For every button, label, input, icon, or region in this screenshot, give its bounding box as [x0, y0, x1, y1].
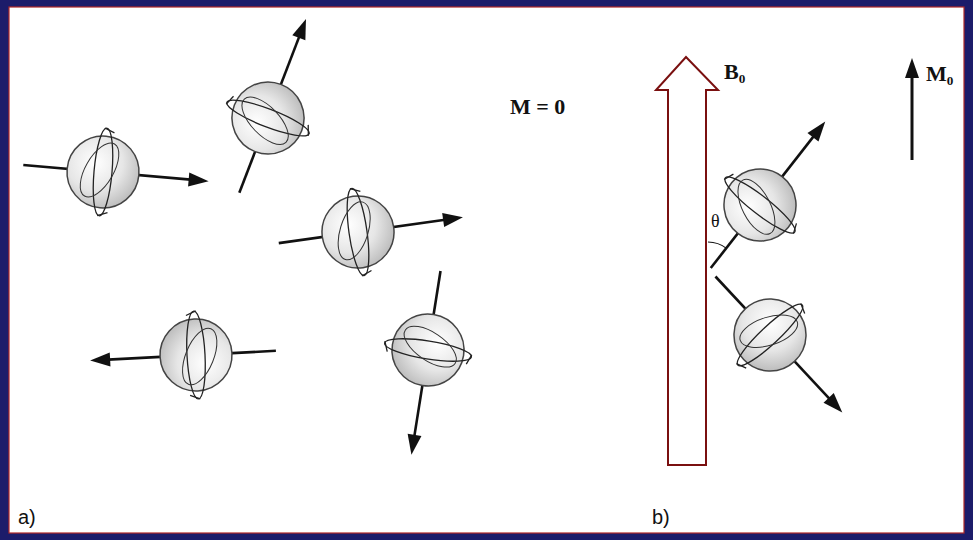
spin-random: [198, 3, 347, 208]
part-label: a): [18, 506, 36, 528]
spin-random: [273, 174, 469, 287]
angle-label: θ: [711, 212, 720, 232]
panel: [9, 7, 964, 533]
angle-arc: [708, 242, 727, 248]
magnetization-label: M₀: [926, 62, 953, 86]
magnetization-arrow: [911, 76, 914, 160]
magnetization-arrowhead: [905, 58, 919, 78]
magnetization-label: M = 0: [510, 95, 565, 119]
field-arrow: [656, 57, 718, 465]
spin-random: [88, 307, 278, 405]
spin-random: [19, 121, 212, 225]
spin-aligned: [683, 246, 874, 442]
field-label: B₀: [724, 60, 745, 84]
spin-aligned: [676, 94, 860, 295]
part-label: b): [652, 506, 670, 528]
spin-random: [368, 264, 484, 461]
